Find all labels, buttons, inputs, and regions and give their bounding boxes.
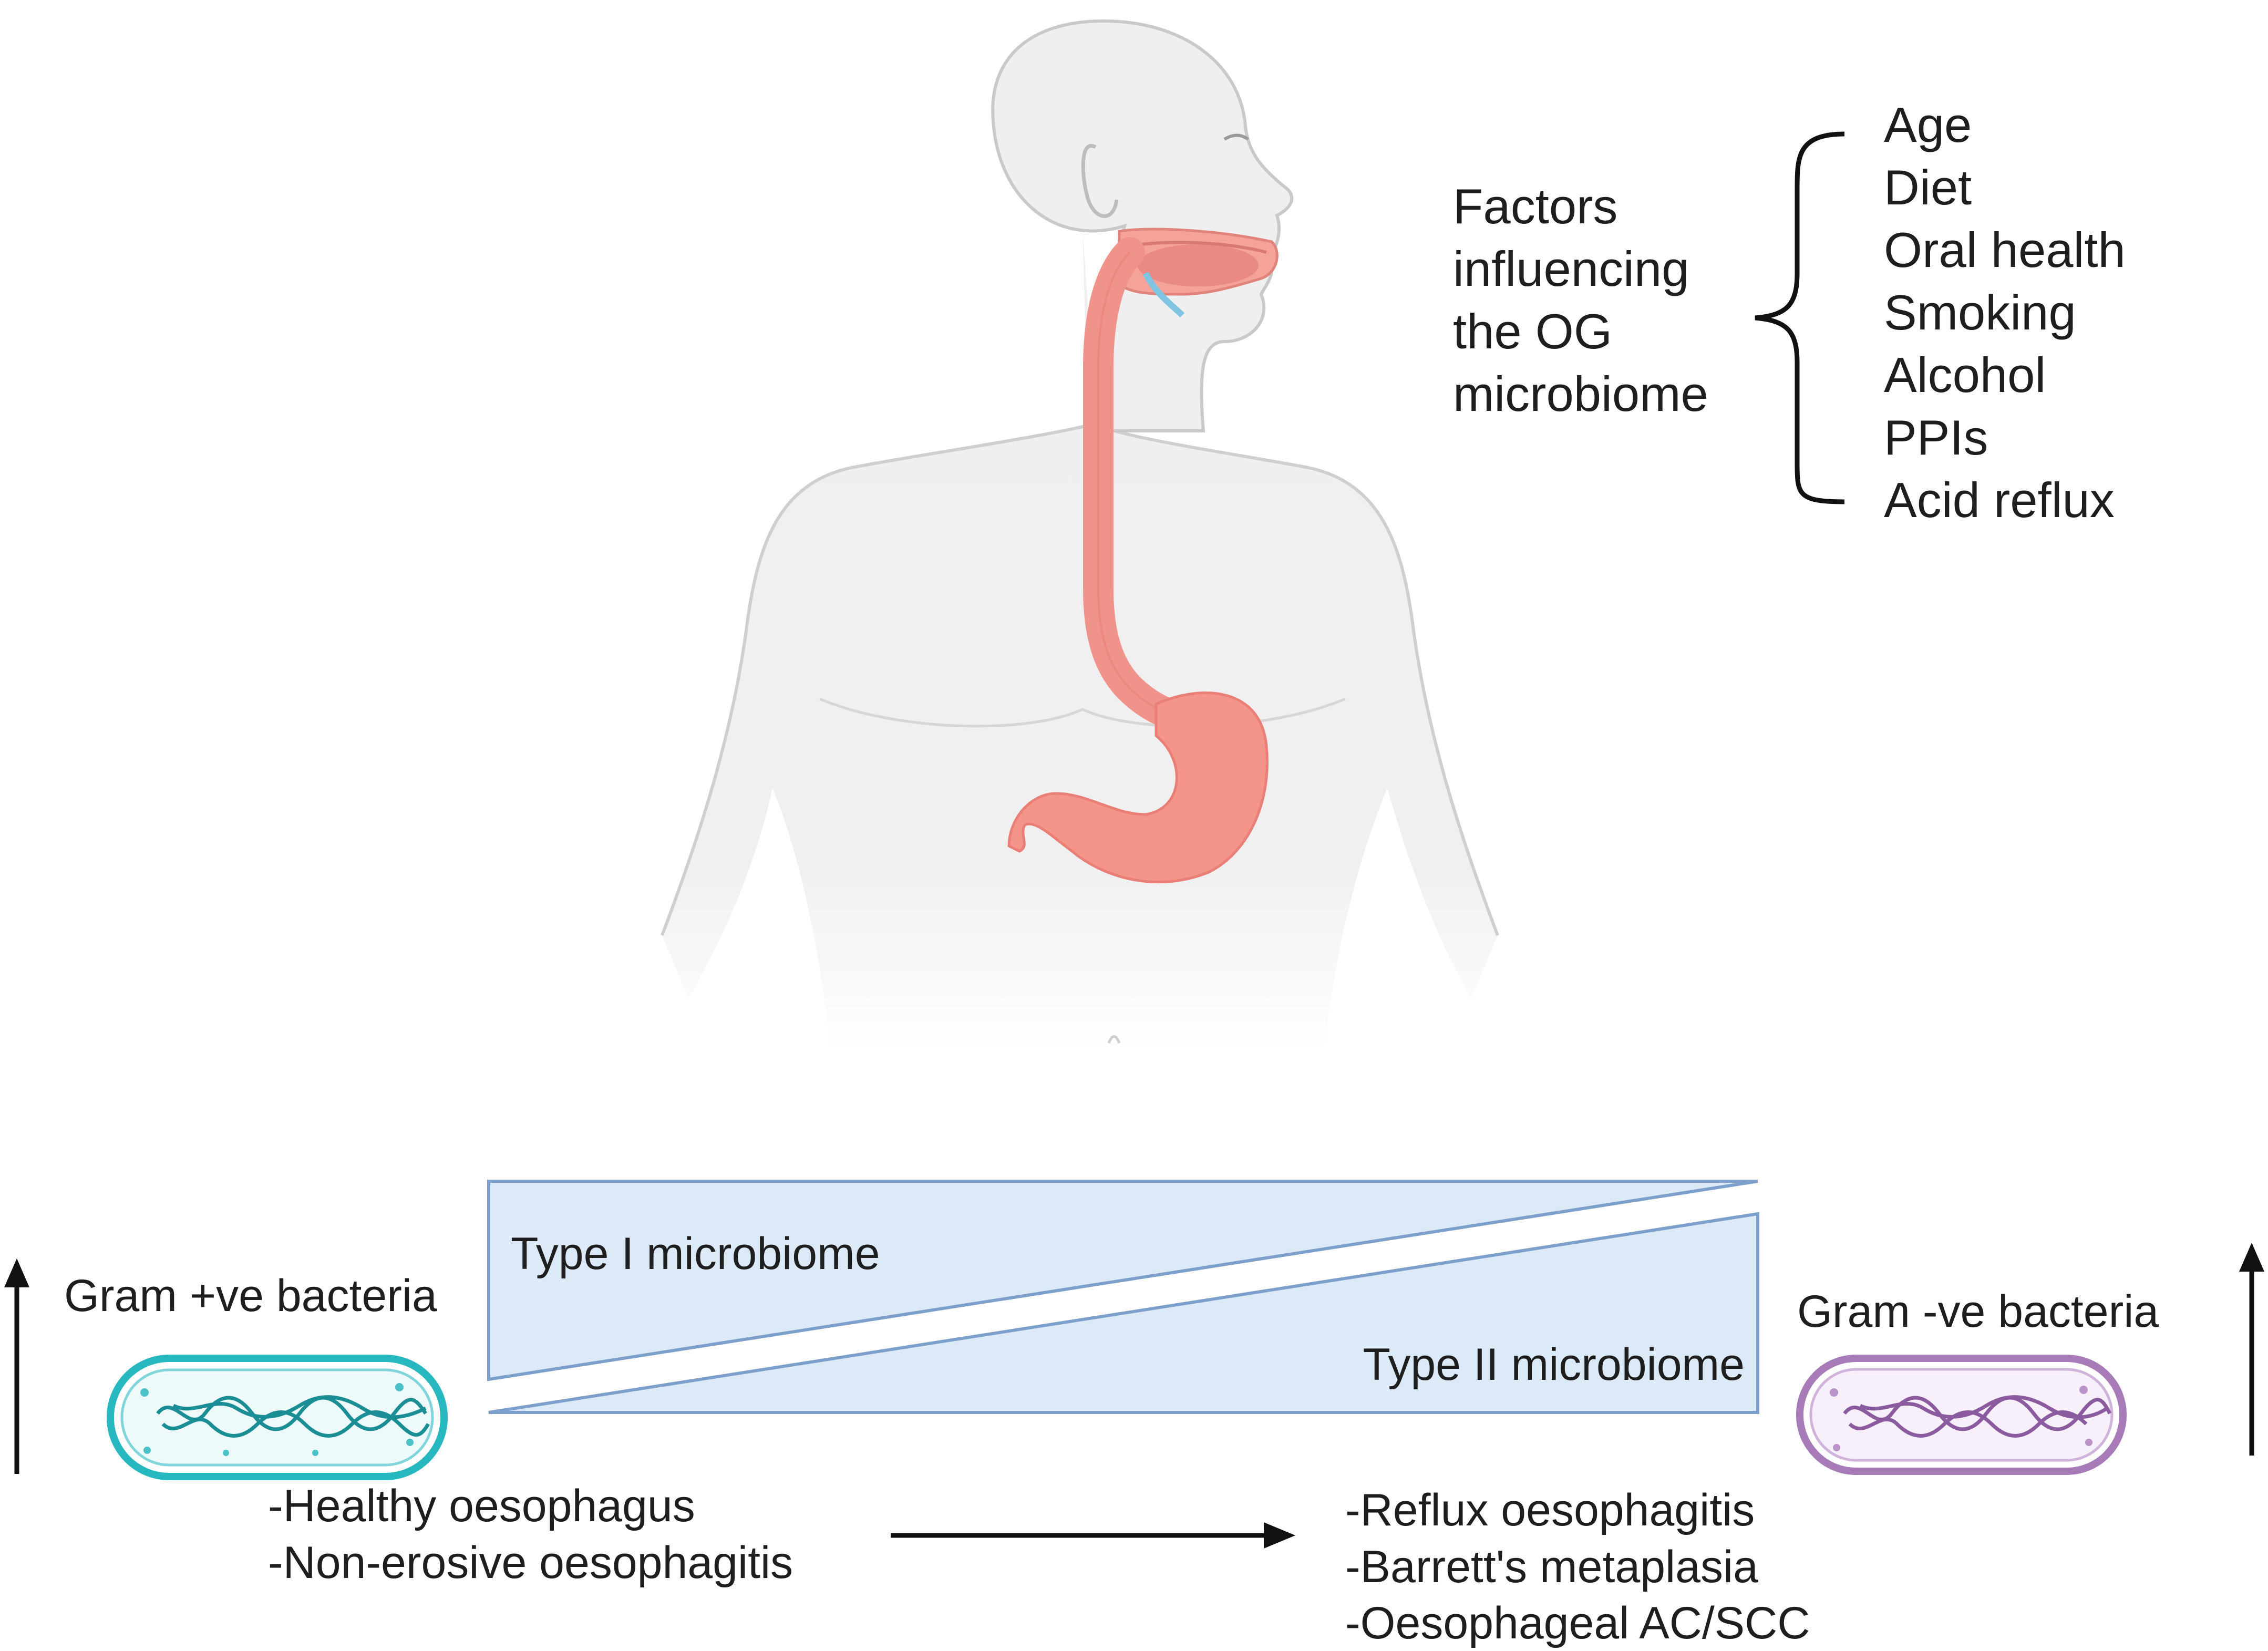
factors-list: Age Diet Oral health Smoking Alcohol PPI… xyxy=(1884,97,2126,528)
gram-negative-label: Gram -ve bacteria xyxy=(1797,1286,2159,1337)
type-1-microbiome-wedge xyxy=(487,1180,1758,1381)
eye xyxy=(1223,133,1249,141)
oesophagus-outline xyxy=(1097,251,1183,721)
factor-item: Oral health xyxy=(1884,222,2126,277)
factors-heading-line-3: the OG xyxy=(1453,304,1612,359)
factors-brace xyxy=(1755,131,1845,504)
factor-item: Alcohol xyxy=(1884,347,2046,403)
factors-heading-line-1: Factors xyxy=(1453,179,1617,234)
right-condition-item: -Reflux oesophagitis xyxy=(1345,1485,1755,1535)
ear xyxy=(1081,144,1119,218)
factor-item: PPIs xyxy=(1884,410,1988,465)
factor-item: Smoking xyxy=(1884,285,2076,340)
torso-outline-right xyxy=(1087,419,1499,936)
gram-negative-up-arrow xyxy=(2239,1243,2264,1456)
progression-arrow xyxy=(891,1522,1295,1549)
factor-item: Age xyxy=(1884,97,1972,152)
factors-heading-line-4: microbiome xyxy=(1453,366,1708,421)
human-body-illustration xyxy=(661,19,1499,1051)
torso-outline-left xyxy=(661,419,1109,936)
stomach xyxy=(1007,692,1269,884)
factors-heading-line-2: influencing xyxy=(1453,241,1689,296)
tongue xyxy=(1138,244,1259,286)
type-2-microbiome-wedge xyxy=(488,1212,1759,1414)
gram-positive-up-arrow xyxy=(4,1258,29,1474)
type-1-microbiome-label: Type I microbiome xyxy=(511,1229,880,1279)
left-condition-item: -Non-erosive oesophagitis xyxy=(268,1538,793,1588)
navel xyxy=(1107,1035,1121,1044)
chest-line xyxy=(819,697,1346,728)
type-2-microbiome-label: Type II microbiome xyxy=(1363,1339,1745,1390)
left-condition-item: -Healthy oesophagus xyxy=(268,1481,695,1531)
gram-negative-bacterium-icon xyxy=(1796,1355,2127,1475)
head xyxy=(991,19,1294,432)
throat-tissue xyxy=(1142,272,1185,318)
factor-item: Acid reflux xyxy=(1884,472,2115,528)
torso xyxy=(662,226,1498,1051)
factors-heading: Factors influencing the OG microbiome xyxy=(1453,179,1708,421)
right-condition-item: -Oesophageal AC/SCC xyxy=(1345,1598,1810,1648)
gram-positive-bacterium-icon xyxy=(107,1355,448,1480)
gram-positive-label: Gram +ve bacteria xyxy=(64,1271,437,1321)
right-condition-item: -Barrett's metaplasia xyxy=(1345,1542,1758,1592)
factor-item: Diet xyxy=(1884,160,1972,215)
